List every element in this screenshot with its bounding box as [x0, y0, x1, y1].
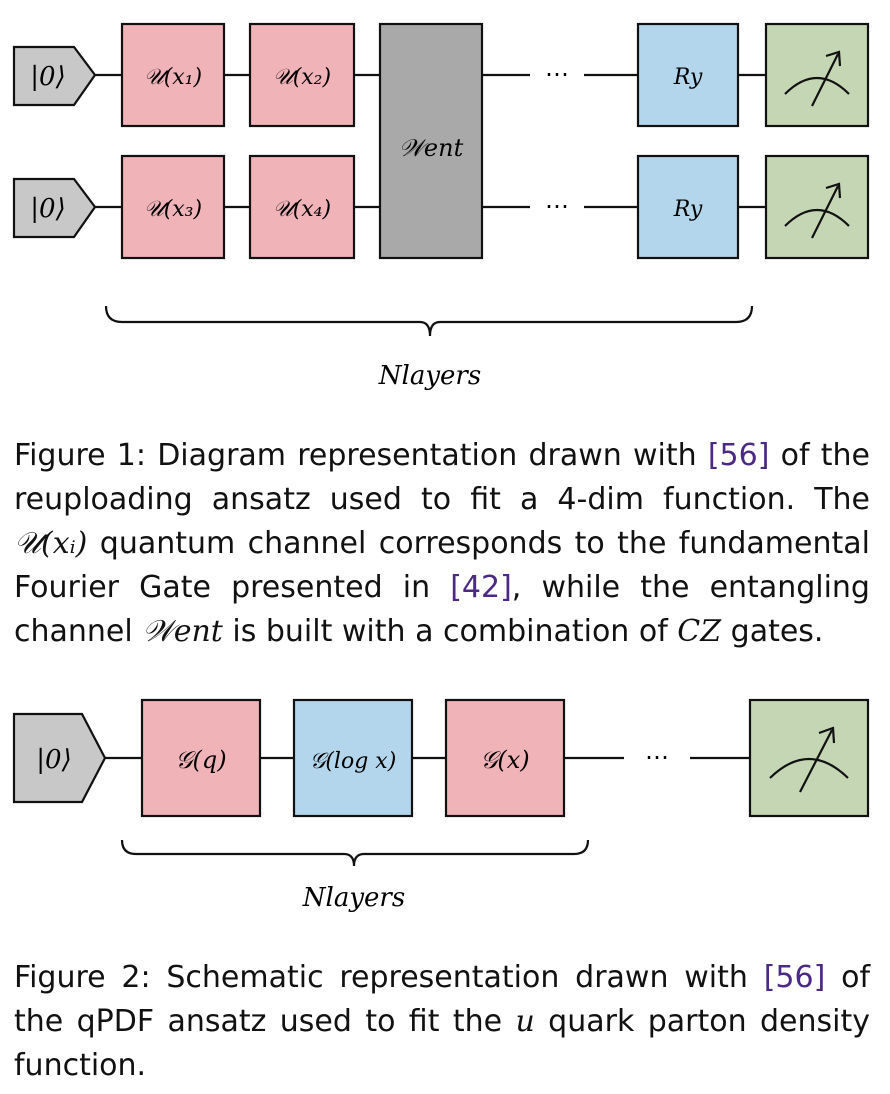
gate-u-x4: 𝒰(x₄) — [248, 154, 356, 260]
figure-2-circuit-diagram: |0⟩ 𝒢(q) 𝒢(log x) 𝒢(x) ⋯ Nlayers — [12, 698, 870, 913]
layers-brace — [120, 839, 590, 867]
gate-u-x3: 𝒰(x₃) — [120, 154, 226, 260]
gate-u-x2: 𝒰(x₂) — [248, 22, 356, 128]
svg-text:𝒰(x₂): 𝒰(x₂) — [273, 65, 331, 90]
svg-text:𝒰(x₄): 𝒰(x₄) — [273, 197, 331, 222]
layers-brace — [104, 305, 754, 337]
input-label-row2: |0⟩ — [30, 194, 65, 224]
meter-icon — [784, 50, 850, 107]
entangler-gate: 𝒲ent — [378, 22, 484, 260]
svg-text:Ry: Ry — [673, 65, 703, 90]
citation-42[interactable]: [42] — [450, 570, 512, 605]
figure-1-circuit-diagram: |0⟩ |0⟩ 𝒰(x₁) 𝒰(x₂) 𝒰(x₃) 𝒰(x₄) 𝒲ent ⋯ ⋯… — [12, 22, 870, 391]
svg-text:𝒢(x): 𝒢(x) — [480, 746, 529, 774]
measurement-row2 — [764, 154, 870, 260]
measurement — [748, 698, 870, 818]
rotation-gate-row1: Ry — [636, 22, 740, 128]
ellipsis-row1: ⋯ — [545, 60, 569, 88]
gate-g-q: 𝒢(q) — [140, 698, 262, 818]
svg-text:𝒰(x₁): 𝒰(x₁) — [144, 65, 202, 90]
svg-text:𝒢(log x): 𝒢(log x) — [310, 749, 397, 774]
input-state-row2: |0⟩ — [12, 177, 97, 239]
input-state-row1: |0⟩ — [12, 45, 97, 107]
gate-g-logx: 𝒢(log x) — [292, 698, 414, 818]
figure-2-caption: Figure 2: Schematic representation drawn… — [14, 960, 870, 1083]
svg-text:Ry: Ry — [673, 197, 703, 222]
input-label-row1: |0⟩ — [30, 62, 65, 92]
input-label: |0⟩ — [36, 745, 71, 775]
measurement-row1 — [764, 22, 870, 128]
figure-1-caption: Figure 1: Diagram representation drawn w… — [14, 438, 870, 649]
meter-icon — [784, 182, 850, 239]
gate-u-x1: 𝒰(x₁) — [120, 22, 226, 128]
citation-56[interactable]: [56] — [707, 438, 770, 473]
svg-text:𝒰(x₃): 𝒰(x₃) — [144, 197, 202, 222]
meter-icon — [769, 726, 849, 793]
input-state: |0⟩ — [12, 712, 107, 804]
ellipsis-row2: ⋯ — [545, 192, 569, 220]
gate-g-x: 𝒢(x) — [444, 698, 566, 818]
ellipsis: ⋯ — [645, 743, 669, 771]
svg-text:𝒲ent: 𝒲ent — [399, 134, 464, 162]
svg-text:𝒢(q): 𝒢(q) — [175, 746, 226, 774]
layers-label: Nlayers — [378, 361, 481, 391]
citation-56[interactable]: [56] — [763, 960, 826, 995]
rotation-gate-row2: Ry — [636, 154, 740, 260]
layers-label: Nlayers — [302, 883, 405, 913]
